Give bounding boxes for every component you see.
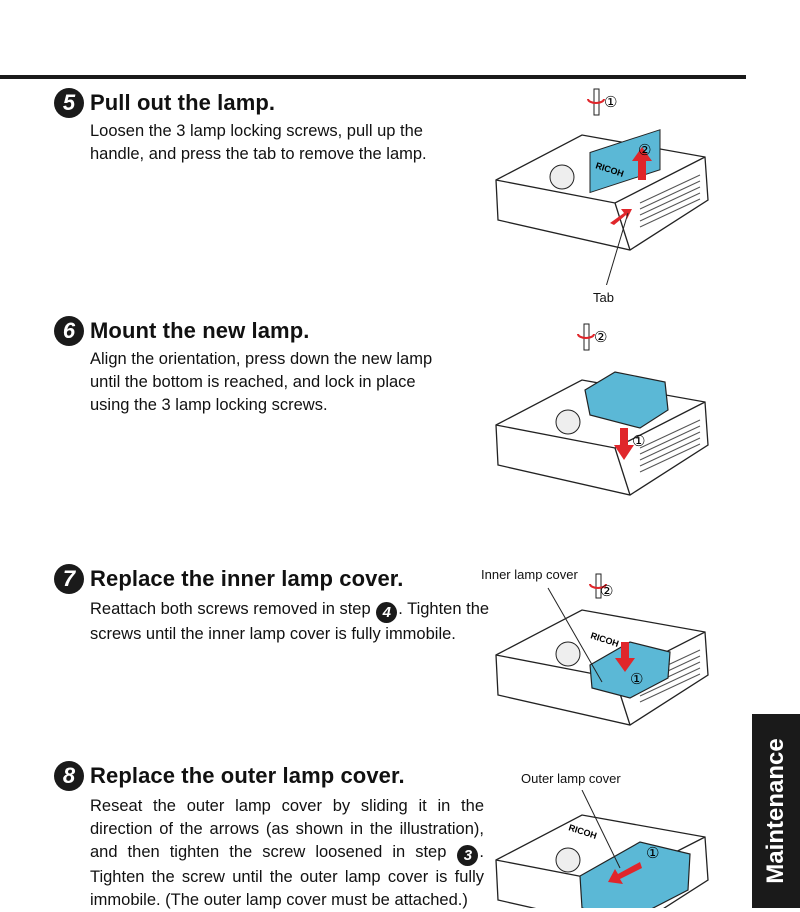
callout-2: ② (594, 328, 607, 346)
step-title: Mount the new lamp. (90, 318, 310, 343)
step-8: 8 Replace the outer lamp cover. Reseat t… (54, 761, 484, 912)
figure-caption: Inner lamp cover (481, 567, 578, 582)
figure-caption: Outer lamp cover (521, 771, 621, 786)
step-number: 5 (54, 88, 84, 118)
body-text: Reseat the outer lamp cover by sliding i… (90, 797, 484, 861)
rotate-arrow-icon (587, 98, 605, 104)
figure-pull-out-lamp: RICOH ① ② (495, 88, 709, 285)
body-line: Align the orientation, press down the ne… (90, 350, 433, 368)
figure-caption: Tab (593, 290, 614, 305)
body-text: . Tighten the screws until the inner lam… (90, 600, 490, 643)
step-title: Replace the outer lamp cover. (90, 763, 405, 788)
step-5: 5 Pull out the lamp. Loosen the 3 lamp l… (54, 88, 494, 166)
body-line: Loosen the 3 lamp locking screws, pull u… (90, 122, 423, 140)
step-body: Reattach both screws removed in step 4. … (90, 598, 490, 646)
section-side-tab: Maintenance (752, 714, 800, 908)
body-line: using the 3 lamp locking screws. (90, 396, 328, 414)
lens (555, 847, 581, 873)
down-arrow-icon (615, 642, 635, 672)
callout-1: ① (632, 432, 645, 450)
up-arrow-icon (632, 147, 652, 180)
rotate-arrow-icon (577, 333, 595, 339)
lens (549, 164, 575, 190)
step-body: Align the orientation, press down the ne… (90, 348, 494, 417)
callout-1: ① (646, 844, 659, 862)
step-number: 7 (54, 564, 84, 594)
body-line: handle, and press the tab to remove the … (90, 145, 427, 163)
cover-leader-line (547, 587, 603, 683)
figure-inner-cover: RICOH ② ① (495, 573, 709, 726)
step-body: Reseat the outer lamp cover by sliding i… (90, 795, 484, 912)
step-6: 6 Mount the new lamp. Align the orientat… (54, 316, 494, 417)
callout-2: ② (600, 582, 613, 600)
new-lamp-unit (584, 371, 669, 429)
body-text: . Tighten the screw until the outer lamp… (90, 843, 484, 909)
callout-1: ① (630, 670, 643, 688)
figure-outer-cover: RICOH ① (495, 790, 709, 908)
top-rule (0, 75, 746, 79)
step-body: Loosen the 3 lamp locking screws, pull u… (90, 120, 494, 166)
push-arrow-icon (610, 209, 632, 225)
step-ref-badge: 4 (376, 602, 398, 623)
tab-leader-line (605, 212, 629, 285)
lens (555, 641, 581, 667)
vent-lines (639, 174, 701, 228)
lens (555, 409, 581, 435)
step-title: Replace the inner lamp cover. (90, 566, 404, 591)
inner-cover (589, 641, 671, 699)
cover-leader-line (581, 790, 621, 869)
screwdriver-icon (595, 573, 602, 599)
body-line: until the bottom is reached, and lock in… (90, 373, 416, 391)
slide-arrow-icon (608, 862, 642, 884)
step-number: 8 (54, 761, 84, 791)
callout-2: ② (638, 141, 651, 159)
outer-cover (579, 841, 691, 908)
down-arrow-icon (614, 428, 634, 460)
lamp-unit (589, 129, 661, 194)
step-number: 6 (54, 316, 84, 346)
body-text: Reattach both screws removed in step (90, 600, 376, 618)
callout-1: ① (604, 93, 617, 111)
figure-mount-lamp: ② ① (495, 323, 709, 496)
step-7: 7 Replace the inner lamp cover. Reattach… (54, 564, 490, 646)
step-title: Pull out the lamp. (90, 90, 276, 115)
side-tab-label: Maintenance (762, 738, 789, 884)
vent-lines (639, 419, 701, 473)
step-ref-badge: 3 (457, 845, 479, 866)
rotate-arrow-icon (589, 583, 607, 589)
